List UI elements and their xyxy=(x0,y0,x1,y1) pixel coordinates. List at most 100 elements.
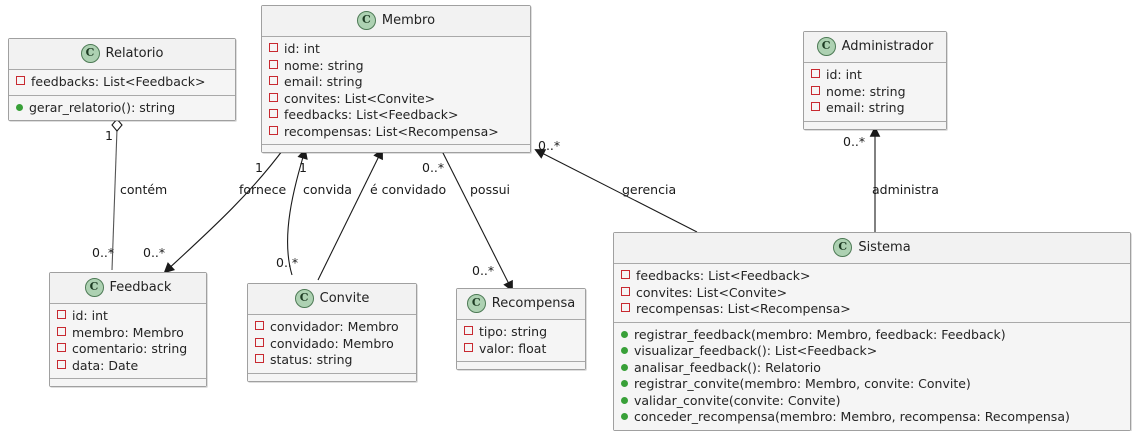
attribute-text: convites: List<Convite> xyxy=(636,284,788,300)
attribute-text: recompensas: List<Recompensa> xyxy=(636,301,851,316)
public-marker-icon xyxy=(621,396,628,404)
mult-membro-convida: 1 xyxy=(299,160,307,175)
class-title: Sistema xyxy=(858,240,911,255)
private-marker-icon xyxy=(464,342,473,352)
attribute-row: tipo: string xyxy=(464,324,578,341)
class-icon: C xyxy=(294,289,314,308)
edge-gerencia xyxy=(536,150,698,233)
attribute-text: feedbacks: List<Feedback> xyxy=(284,107,459,122)
class-header-feedback: C Feedback xyxy=(50,273,206,304)
private-marker-icon xyxy=(269,109,278,118)
public-marker-icon xyxy=(621,380,628,387)
private-marker-icon xyxy=(16,76,25,85)
public-marker-icon xyxy=(621,347,628,354)
edge-label-gerencia: gerencia xyxy=(622,182,677,197)
attribute-text: membro: Membro xyxy=(72,324,184,340)
private-marker-icon xyxy=(57,359,66,369)
attribute-row: membro: Membro xyxy=(57,325,199,342)
private-marker-icon xyxy=(464,326,473,335)
class-icon: C xyxy=(84,278,104,297)
attribute-text: recompensas: List<Recompensa> xyxy=(284,123,499,139)
mult-convite-convida: 0..* xyxy=(276,255,299,270)
attribute-text: convidador: Membro xyxy=(270,319,399,334)
attribute-row: convidado: Membro xyxy=(255,336,409,353)
method-row: conceder_recompensa(membro: Membro, reco… xyxy=(621,409,1123,426)
method-text: conceder_recompensa(membro: Membro, reco… xyxy=(634,409,1070,424)
edge-contem xyxy=(111,118,123,271)
method-row: validar_convite(convite: Convite) xyxy=(621,393,1123,410)
class-box-administrador[interactable]: C Administrador id: int nome: string ema… xyxy=(803,31,947,130)
mult-membro-gerencia: 0..* xyxy=(538,138,561,153)
method-text: gerar_relatorio(): string xyxy=(29,99,176,115)
class-box-convite[interactable]: C Convite convidador: Membro convidado: … xyxy=(247,283,417,382)
attribute-row: id: int xyxy=(57,308,199,325)
class-title: Relatorio xyxy=(105,46,164,61)
attribute-text: id: int xyxy=(72,308,108,323)
class-icon: C xyxy=(466,294,486,313)
attribute-text: email: string xyxy=(284,74,363,89)
class-icon: C xyxy=(80,44,100,63)
private-marker-icon xyxy=(811,85,820,95)
methods-compartment-administrador xyxy=(804,121,946,129)
edge-e-convidado xyxy=(317,150,382,281)
edge-possui xyxy=(439,146,512,290)
attribute-row: convites: List<Convite> xyxy=(621,285,1123,302)
private-marker-icon xyxy=(811,102,820,111)
class-header-recompensa: C Recompensa xyxy=(457,289,585,320)
private-marker-icon xyxy=(621,303,630,312)
attribute-text: convidado: Membro xyxy=(270,335,394,351)
class-icon: C xyxy=(833,238,853,257)
mult-membro-e-convidado: 0..* xyxy=(422,160,445,175)
attribute-text: email: string xyxy=(826,100,905,115)
methods-compartment-recompensa xyxy=(457,362,585,369)
mult-membro-fornece: 1 xyxy=(255,160,263,175)
class-icon: C xyxy=(356,11,376,30)
method-row: gerar_relatorio(): string xyxy=(16,100,228,117)
private-marker-icon xyxy=(255,337,264,347)
method-text: visualizar_feedback(): List<Feedback> xyxy=(634,343,878,358)
class-box-recompensa[interactable]: C Recompensa tipo: string valor: float xyxy=(456,288,586,370)
method-text: validar_convite(convite: Convite) xyxy=(634,392,841,408)
edge-label-e-convidado: é convidado xyxy=(370,182,447,197)
mult-relatorio-contem: 1 xyxy=(105,128,113,143)
class-box-feedback[interactable]: C Feedback id: int membro: Membro coment… xyxy=(49,272,207,387)
attributes-compartment-recompensa: tipo: string valor: float xyxy=(457,320,585,362)
attribute-text: feedbacks: List<Feedback> xyxy=(31,74,206,89)
attribute-text: tipo: string xyxy=(479,324,548,339)
public-marker-icon xyxy=(16,103,23,111)
edge-fornece xyxy=(165,146,286,272)
methods-compartment-convite xyxy=(248,373,416,381)
attribute-row: id: int xyxy=(811,67,939,84)
attributes-compartment-convite: convidador: Membro convidado: Membro sta… xyxy=(248,315,416,374)
attribute-text: convites: List<Convite> xyxy=(284,90,436,106)
class-header-convite: C Convite xyxy=(248,284,416,315)
methods-compartment-membro xyxy=(262,145,530,152)
edge-label-convida: convida xyxy=(303,182,352,197)
method-text: registrar_convite(membro: Membro, convit… xyxy=(634,376,971,391)
private-marker-icon xyxy=(621,270,630,279)
class-title: Feedback xyxy=(109,280,172,295)
mult-administrador-administra: 0..* xyxy=(843,134,866,149)
attributes-compartment-membro: id: int nome: string email: string convi… xyxy=(262,37,530,145)
method-text: registrar_feedback(membro: Membro, feedb… xyxy=(634,326,1006,342)
attribute-row: valor: float xyxy=(464,341,578,358)
class-box-membro[interactable]: C Membro id: int nome: string email: str… xyxy=(261,5,531,153)
method-row: analisar_feedback(): Relatorio xyxy=(621,360,1123,377)
class-box-relatorio[interactable]: C Relatorio feedbacks: List<Feedback> ge… xyxy=(8,38,236,121)
attribute-row: nome: string xyxy=(269,58,523,75)
attribute-row: convidador: Membro xyxy=(255,319,409,336)
class-box-sistema[interactable]: C Sistema feedbacks: List<Feedback> conv… xyxy=(613,232,1131,431)
method-row: registrar_feedback(membro: Membro, feedb… xyxy=(621,327,1123,344)
private-marker-icon xyxy=(811,69,820,78)
private-marker-icon xyxy=(269,125,278,135)
private-marker-icon xyxy=(255,321,264,330)
attribute-text: id: int xyxy=(284,41,320,56)
class-header-relatorio: C Relatorio xyxy=(9,39,235,70)
methods-compartment-relatorio: gerar_relatorio(): string xyxy=(9,95,235,120)
private-marker-icon xyxy=(57,310,66,319)
method-text: analisar_feedback(): Relatorio xyxy=(634,359,821,375)
mult-recompensa-possui: 0..* xyxy=(472,263,495,278)
attributes-compartment-administrador: id: int nome: string email: string xyxy=(804,63,946,122)
attribute-text: nome: string xyxy=(284,57,364,73)
attribute-text: id: int xyxy=(826,67,862,82)
